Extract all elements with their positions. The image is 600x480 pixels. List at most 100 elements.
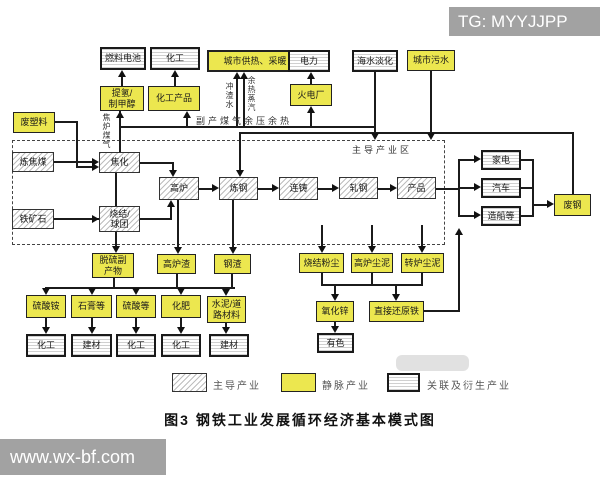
connector-line	[378, 188, 391, 190]
connector-line	[170, 206, 172, 220]
arrowhead	[474, 155, 481, 163]
node-blast-furnace: 高炉	[159, 177, 199, 200]
node-zinc-oxide: 氧化锌	[316, 301, 354, 322]
leading-industry-zone-label: 主导产业区	[352, 145, 413, 155]
arrowhead	[183, 111, 191, 118]
arrowhead	[236, 170, 244, 177]
arrowhead	[331, 326, 339, 333]
connector-line	[532, 204, 548, 206]
connector-line	[458, 215, 475, 217]
arrowhead	[177, 327, 185, 334]
arrowhead	[392, 294, 400, 301]
node-chemical-2: 化工	[116, 334, 156, 357]
connector-line	[421, 225, 423, 246]
highlight-artifact	[396, 355, 469, 371]
arrowhead	[474, 183, 481, 191]
connector-line	[436, 188, 458, 190]
node-converter-dust-sludge: 转炉尘泥	[401, 253, 444, 273]
connector-line	[424, 310, 460, 312]
arrowhead	[88, 288, 96, 295]
connector-line	[374, 72, 376, 133]
connector-line	[135, 318, 137, 327]
connector-line	[371, 273, 373, 285]
arrowhead	[118, 70, 126, 77]
connector-line	[91, 318, 93, 327]
arrowhead	[418, 246, 426, 253]
arrowhead	[116, 111, 124, 118]
node-chemical-products: 化工产品	[148, 86, 200, 111]
node-shipbuilding: 造船等	[481, 206, 521, 226]
node-direct-reduced-iron: 直接还原铁	[369, 301, 424, 322]
connector-line	[321, 284, 423, 286]
arrowhead	[88, 327, 96, 334]
connector-line	[458, 235, 460, 310]
node-ammonium-sulfate: 硫酸铵	[26, 295, 66, 318]
node-district-heating: 城市供热、采暖	[207, 50, 303, 72]
arrowhead	[132, 288, 140, 295]
arrowhead	[240, 72, 248, 79]
connector-line	[76, 121, 78, 166]
node-sulfuric-acid: 硫酸等	[116, 295, 156, 318]
connector-line	[521, 159, 534, 161]
connector-line	[54, 161, 94, 163]
connector-line	[371, 225, 373, 246]
connector-line	[113, 277, 115, 288]
connector-line	[76, 166, 93, 168]
connector-line	[572, 132, 574, 194]
connector-line	[180, 318, 182, 327]
node-rolling: 轧钢	[339, 177, 378, 199]
node-home-appliances: 家电	[481, 150, 521, 170]
arrowhead	[167, 200, 175, 207]
connector-line	[232, 200, 234, 247]
arrowhead	[92, 215, 99, 223]
coke-oven-gas-label: 焦炉煤气	[102, 113, 111, 149]
arrowhead	[272, 184, 279, 192]
byproduct-gas-label: 副产煤气余压余热	[196, 116, 293, 126]
arrowhead	[547, 200, 554, 208]
arrowhead	[42, 288, 50, 295]
arrowhead	[132, 327, 140, 334]
node-steel-slag: 钢渣	[214, 254, 251, 274]
connector-line	[310, 112, 312, 126]
watermark-top-right: TG: MYYJJPP	[449, 7, 600, 36]
node-electric-power: 电力	[288, 50, 330, 72]
legend-label-derived: 关联及衍生产业	[427, 381, 511, 392]
node-steelmaking: 炼钢	[219, 177, 258, 200]
node-bf-slag: 高炉渣	[157, 254, 196, 274]
arrowhead	[318, 246, 326, 253]
node-chemical-3: 化工	[161, 334, 201, 357]
arrowhead	[455, 228, 463, 235]
connector-line	[45, 318, 47, 327]
node-building-materials-2: 建材	[209, 334, 249, 357]
arrowhead	[212, 184, 219, 192]
node-iron-ore: 铁矿石	[12, 209, 54, 229]
node-urban-sewage: 城市污水	[407, 50, 455, 71]
leading-industry-zone-frame	[12, 140, 445, 245]
node-thermal-power-plant: 火电厂	[290, 84, 332, 106]
node-nonferrous: 有色	[317, 333, 354, 353]
arrowhead	[174, 247, 182, 254]
surplus-heat-steam-label: 余热蒸汽	[247, 76, 256, 112]
connector-line	[231, 274, 233, 287]
legend-label-leading: 主导产业	[213, 381, 261, 392]
arrowhead	[307, 106, 315, 113]
connector-line	[119, 111, 121, 152]
arrowhead	[171, 70, 179, 77]
node-chemical-industry-top: 化工	[150, 47, 200, 70]
node-scrap-steel: 废钢	[554, 194, 591, 216]
connector-line	[140, 162, 174, 164]
connector-line	[521, 187, 534, 189]
arrowhead	[371, 133, 379, 140]
slag-flush-water-label: 冲渣水	[225, 82, 234, 109]
connector-line	[334, 322, 336, 326]
connector-line	[430, 71, 432, 133]
node-waste-plastics: 废塑料	[13, 112, 55, 133]
node-sinter-dust: 烧结粉尘	[299, 253, 344, 273]
arrowhead	[177, 288, 185, 295]
connector-line	[176, 274, 178, 287]
legend-swatch-venous	[281, 373, 316, 392]
connector-line	[521, 215, 534, 217]
node-continuous-casting: 连铸	[279, 177, 318, 200]
connector-line	[199, 188, 213, 190]
